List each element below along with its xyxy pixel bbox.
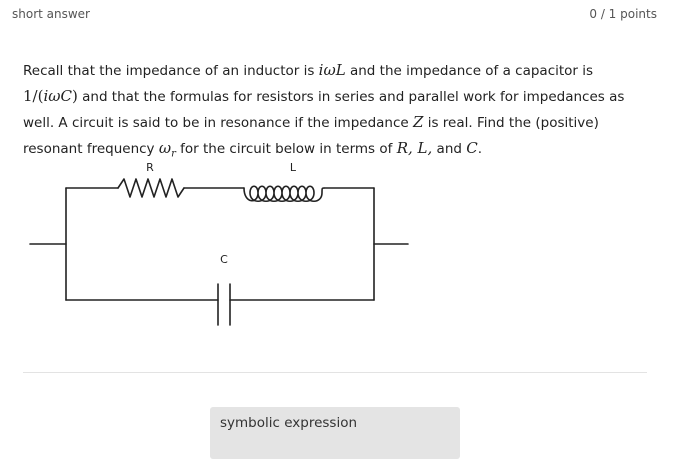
answer-input[interactable]: symbolic expression	[210, 407, 460, 459]
question-text-part: is real. Find the (positive) resonant fr…	[23, 115, 599, 157]
question-text: Recall that the impedance of an inductor…	[23, 58, 653, 167]
answer-placeholder: symbolic expression	[220, 415, 358, 431]
inductor-label: L	[290, 161, 297, 174]
math-omega: ω	[158, 139, 172, 157]
question-text-part: for the circuit below in terms of	[175, 141, 397, 157]
math-c: C	[466, 139, 478, 157]
points-label: 0 / 1 points	[589, 7, 657, 21]
question-text-part: and the impedance of a capacitor is	[345, 63, 594, 79]
circuit-diagram: R L C	[29, 161, 409, 326]
question-type-label: short answer	[12, 7, 90, 21]
resistor-symbol	[117, 178, 185, 198]
inductor-symbol	[243, 185, 325, 203]
divider	[23, 372, 647, 373]
math-inductor-impedance: iωL	[318, 61, 346, 79]
question-text-part: .	[477, 141, 483, 157]
resistor-label: R	[146, 161, 154, 174]
question-header: short answer 0 / 1 points	[12, 7, 657, 25]
question-text-part: and that the formulas for resistors in s…	[23, 89, 625, 131]
math-capacitor-open: 1/(	[23, 87, 44, 105]
math-impedance-z: Z	[413, 113, 424, 131]
math-capacitor-close: )	[71, 87, 78, 105]
question-text-part: and	[432, 141, 467, 157]
math-omega-subscript: r	[171, 148, 176, 160]
math-r-l: R, L,	[396, 139, 433, 157]
question-text-part: Recall that the impedance of an inductor…	[23, 63, 319, 79]
math-capacitor-impedance: iωC	[43, 87, 72, 105]
capacitor-label: C	[220, 253, 228, 266]
